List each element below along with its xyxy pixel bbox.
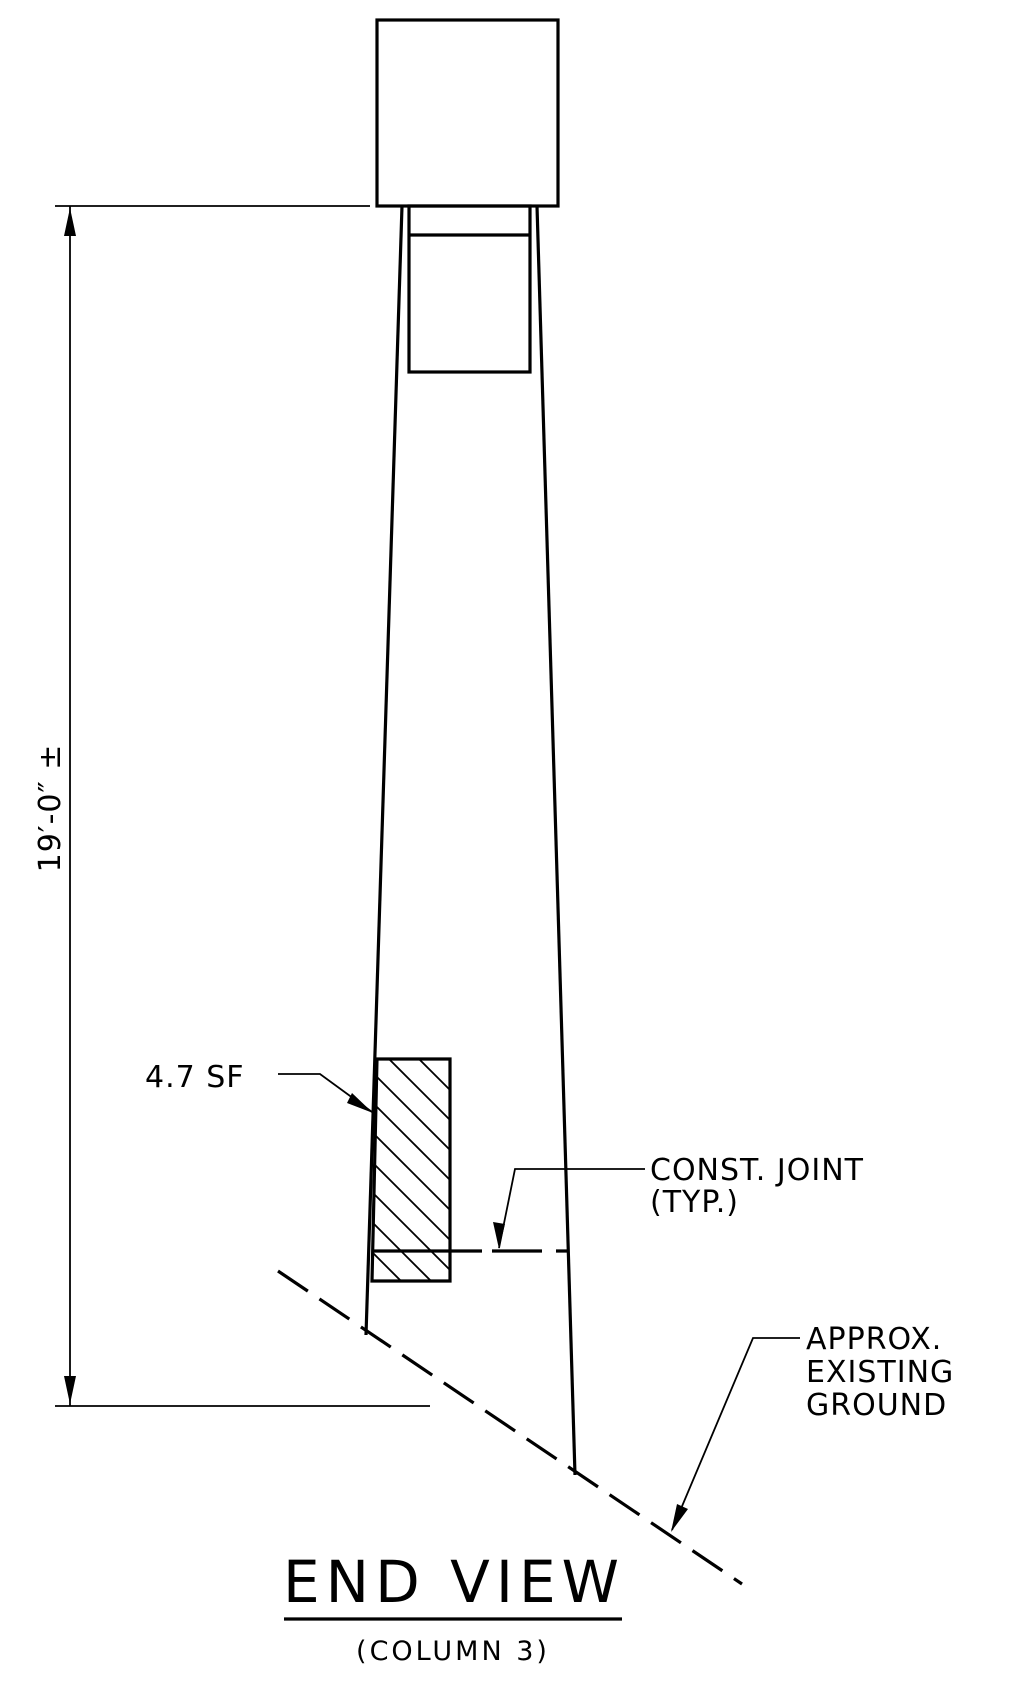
bearing-pedestal (407, 204, 532, 374)
view-title: END VIEW (283, 1548, 625, 1616)
area-leader (278, 1073, 373, 1113)
hatched-area (370, 1057, 452, 1283)
ground-callout-line2: EXISTING (806, 1355, 954, 1390)
area-callout: 4.7 SF (145, 1060, 245, 1095)
existing-ground-line (277, 1269, 743, 1586)
height-dimension (55, 205, 430, 1407)
ground-callout-line3: GROUND (806, 1388, 947, 1423)
view-subtitle: (COLUMN 3) (356, 1636, 550, 1667)
column-cap (375, 18, 560, 208)
joint-callout-line2: (TYP.) (650, 1185, 739, 1220)
ground-leader (671, 1337, 800, 1532)
height-dimension-label: 19′-0″ ± (33, 744, 68, 873)
ground-callout-line1: APPROX. (806, 1322, 942, 1357)
joint-leader (493, 1168, 645, 1249)
joint-callout-line1: CONST. JOINT (650, 1153, 864, 1188)
column-shaft (364, 205, 577, 1476)
